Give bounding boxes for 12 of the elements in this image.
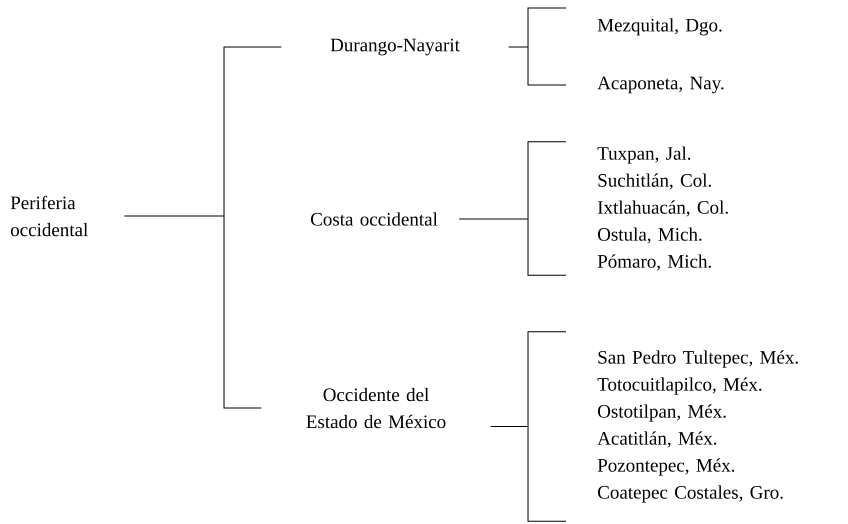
leaf-label: Acaponeta, Nay.	[597, 76, 724, 94]
connector-line	[458, 218, 528, 220]
bracketed-list: Tuxpan, Jal. Suchitlán, Col. Ixtlahuacán, Col. Ostula, Mich. Pómaro, Mich.	[528, 141, 728, 276]
group-label: Occidente del Estado de México	[306, 388, 446, 428]
leaf-label: Mezquital, Dgo.	[598, 18, 722, 36]
group-label: Costa occidental	[310, 212, 438, 226]
connector-line	[508, 46, 566, 86]
connector-line	[124, 216, 262, 408]
connector-line	[490, 426, 528, 427]
bracketed-list: San Pedro Tultepec, Méx. Totocuitlapilco, Méx. Ostotilpan, Méx. Acatitlán, Méx. Pozontepec, Méx. Coatepec Costales, Gro.	[528, 331, 798, 522]
root-label: Periferia occidental	[10, 196, 88, 236]
group-label: Durango-Nayarit	[330, 38, 460, 56]
